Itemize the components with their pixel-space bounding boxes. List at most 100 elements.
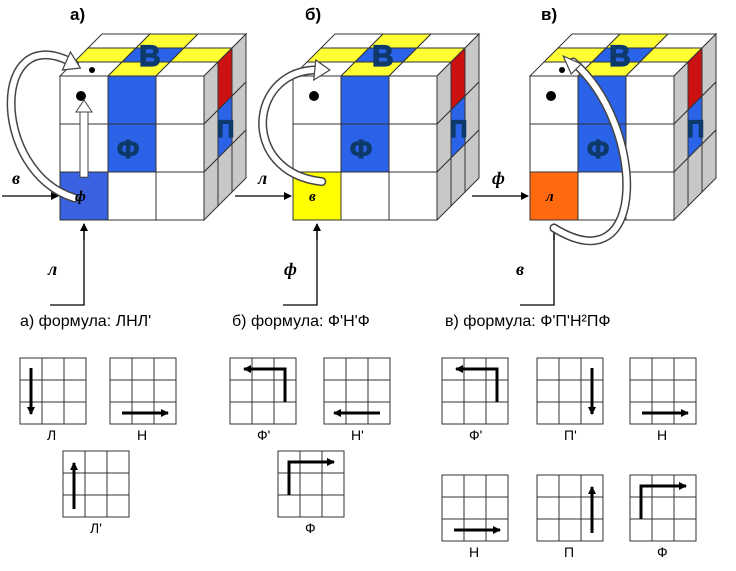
grid-cell [84,472,108,496]
cube-b-marked-facelet-letter: в [309,189,316,205]
grid-cell [84,494,108,518]
grid-cell [536,518,560,542]
cube-c-body: В Ф П [472,32,718,306]
grid-cell [321,494,345,518]
move-caption: П [564,544,574,560]
center-letter-right: П [687,116,704,143]
center-letter-front: Ф [587,134,609,164]
center-letter-front: Ф [350,134,372,164]
marker-dot [76,91,86,101]
grid-cell [345,357,369,381]
grid-cell [558,379,582,403]
grid-cell [299,494,323,518]
center-letter-right: П [450,116,467,143]
grid-cell [106,450,130,474]
grid-cell [131,379,155,403]
grid-cell [463,379,487,403]
cube-b-body: ВФП [235,32,481,306]
move-caption: Н [469,544,479,560]
grid-cell [63,379,87,403]
grid-cell [441,496,465,520]
formula-a: а) формула: ЛНЛ' [20,313,151,330]
front-facelet [529,171,579,221]
cube-c-bottom-axis-letter: в [516,259,524,279]
cube-a-body: ВФП [2,32,248,306]
cube-b-bottom-axis-letter: ф [284,259,297,279]
marker-dot-small [559,67,565,73]
move-grid-7: Ф' [441,357,509,443]
front-facelet [577,171,627,221]
move-grid-10: Н [441,474,509,560]
grid-cell [629,379,653,403]
move-caption: Н' [351,427,364,443]
center-letter-top: В [609,40,631,73]
front-facelet [625,75,675,125]
grid-cell [441,401,465,425]
grid-cell [485,474,509,498]
rotation-arrow-head [61,50,82,71]
move-caption: Н [137,427,147,443]
cube-a-left-axis-letter: в [12,168,20,188]
grid-cell [41,401,65,425]
grid-cell [558,496,582,520]
move-grid-9: Н [629,357,697,443]
front-facelet [107,75,157,125]
grid-cell [673,357,697,381]
grid-cell [323,379,347,403]
grid-cell [463,401,487,425]
center-letter-front: Ф [117,134,139,164]
move-arrow [639,482,687,519]
up-arrow-shaft [79,109,89,178]
move-caption: Л' [90,520,102,536]
cube-a: ВФП а) в л ф [2,5,248,306]
grid-cell [558,474,582,498]
front-facelet [292,123,342,173]
grid-cell [651,518,675,542]
grid-cell [673,518,697,542]
front-facelet [155,171,205,221]
front-facelet [107,171,157,221]
grid-cell [651,496,675,520]
grid-cell [106,494,130,518]
move-arrow [243,365,287,402]
move-arrow [455,365,499,402]
grid-cell [441,474,465,498]
move-grid-8: П' [536,357,604,443]
grid-cell [251,401,275,425]
front-facelet [155,75,205,125]
move-grid-12: Ф [629,474,697,560]
grid-cell [536,401,560,425]
grid-cell [299,472,323,496]
grid-cell [485,401,509,425]
grid-cell [673,379,697,403]
move-caption: Ф [657,544,668,560]
grid-cell [41,357,65,381]
front-facelet [340,171,390,221]
marker-dot-small [89,67,95,73]
marker-dot [546,91,556,101]
rotation-arrow [551,59,630,244]
bottom-axis-line [520,224,555,306]
bottom-axis-line [50,224,85,306]
move-grid-6: Ф [277,450,345,536]
grid-cell [131,357,155,381]
grid-cell [536,357,560,381]
move-caption: Л [47,427,56,443]
cube-c: ВФП в) ф в л [472,5,718,306]
grid-cell [153,357,177,381]
grid-cell [463,496,487,520]
formula-c: в) формула: Ф'П'Н²ПФ [445,313,611,330]
cube-a-marked-facelet-letter: ф [75,189,86,205]
grid-cell [536,474,560,498]
grid-cell [109,357,133,381]
rotation-arrow-head [313,58,331,82]
cube-a-bottom-axis-letter: л [47,259,57,279]
grid-cell [651,379,675,403]
grid-cell [251,379,275,403]
grid-cell [536,496,560,520]
rotation-arrow [8,52,78,201]
move-grid-2: Н [109,357,177,443]
formula-b: б) формула: Ф'Н'Ф [232,313,370,330]
move-grid-5: Н' [323,357,391,443]
grid-cell [629,357,653,381]
